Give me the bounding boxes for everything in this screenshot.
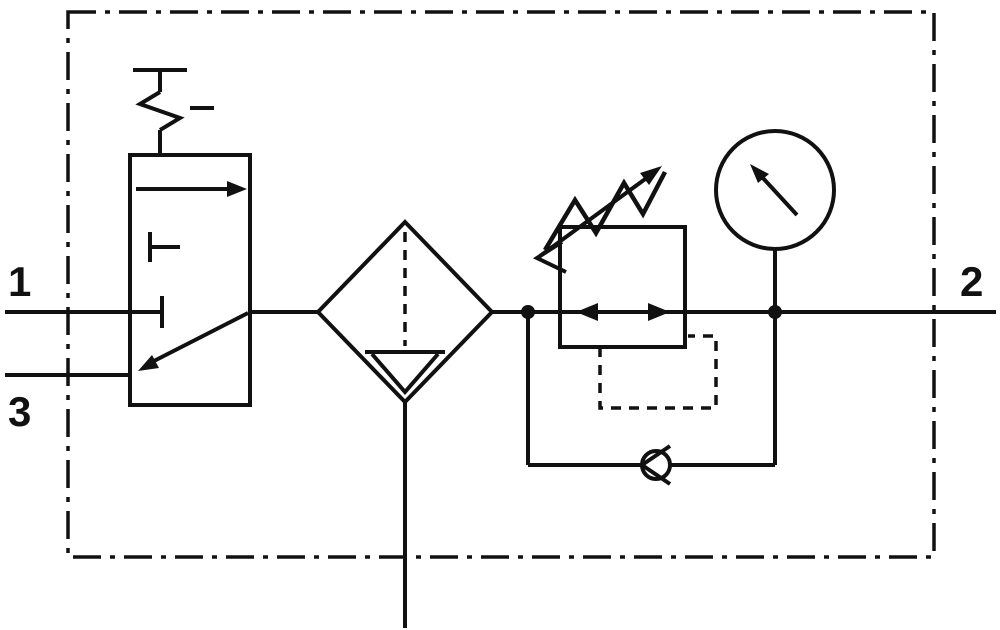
filter-separator-icon	[365, 350, 445, 396]
valve-manual-actuator-icon	[133, 68, 214, 155]
regulator-adjustment-tail-chevron-icon	[532, 240, 567, 274]
valve-switch-arrowhead-icon	[138, 355, 159, 371]
regulator-spring-icon	[543, 170, 667, 252]
regulator-right-arrowhead-icon	[648, 303, 670, 321]
regulator-left-arrowhead-icon	[576, 303, 598, 321]
valve-body	[128, 153, 252, 407]
port-3-label: 3	[8, 388, 31, 435]
enclosure-border	[66, 10, 936, 559]
port-1-label: 1	[8, 258, 31, 305]
main-lines	[5, 310, 996, 377]
shutoff-valve	[128, 68, 252, 407]
valve-flow-arrowhead-icon	[227, 181, 247, 197]
gauge-needle	[760, 175, 799, 217]
regulator-pilot-dashed-line	[598, 334, 718, 410]
valve-blocked-port-lower	[130, 296, 164, 328]
pressure-gauge	[714, 129, 836, 312]
filter	[315, 219, 495, 628]
regulator-adjustment-arrowhead-icon	[640, 166, 662, 185]
gauge-needle-arrowhead-icon	[750, 164, 769, 183]
regulator-body	[558, 225, 687, 349]
check-valve-seat-icon	[638, 444, 672, 486]
valve-switch-arrow	[151, 311, 249, 364]
port-2-label: 2	[960, 258, 983, 305]
pressure-regulator	[532, 166, 718, 410]
check-valve-bypass	[526, 312, 777, 486]
valve-blocked-port-upper	[148, 232, 180, 262]
junction-dot-left	[521, 305, 535, 319]
